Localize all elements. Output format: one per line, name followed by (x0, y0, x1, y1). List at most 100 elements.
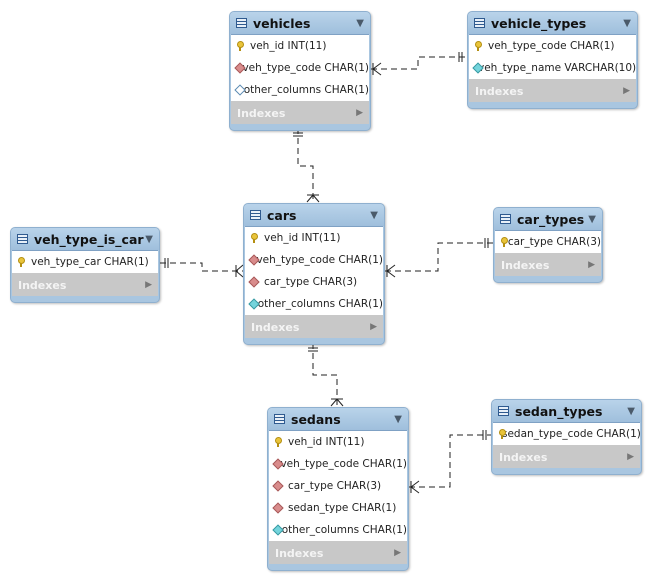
table-vehicles[interactable]: vehicles ▼ veh_id INT(11) veh_type_code … (229, 11, 371, 131)
indexes-section[interactable]: Indexes ▶ (495, 254, 601, 276)
indexes-label: Indexes (501, 258, 550, 272)
table-name: vehicles (253, 15, 311, 31)
rel-veh-type-is-car-cars (160, 258, 244, 278)
column-label: car_type CHAR(3) (288, 480, 382, 492)
column-label: sedan_type CHAR(1) (288, 502, 397, 514)
column-list: sedan_type_code CHAR(1) (493, 422, 641, 446)
column-row[interactable]: other_columns CHAR(1) (231, 79, 369, 101)
table-icon (474, 18, 485, 28)
table-header[interactable]: cars ▼ (244, 204, 384, 226)
collapse-arrow-icon[interactable]: ▼ (623, 17, 631, 29)
expand-arrow-icon[interactable]: ▶ (588, 260, 595, 270)
table-car-types[interactable]: car_types ▼ car_type CHAR(3) Indexes ▶ (493, 207, 603, 283)
table-cars[interactable]: cars ▼ veh_id INT(11) veh_type_code CHAR… (243, 203, 385, 345)
table-name: cars (267, 207, 297, 223)
table-icon (500, 214, 511, 224)
table-header[interactable]: veh_type_is_car ▼ (11, 228, 159, 250)
foreign-key-icon (249, 277, 259, 287)
indexes-section[interactable]: Indexes ▶ (245, 316, 383, 338)
rel-vehicles-vehicle-types (371, 52, 467, 76)
collapse-arrow-icon[interactable]: ▼ (394, 413, 402, 425)
expand-arrow-icon[interactable]: ▶ (370, 322, 377, 332)
column-label: veh_type_code CHAR(1) (242, 62, 369, 74)
column-row[interactable]: veh_type_car CHAR(1) (12, 251, 158, 273)
indexes-section[interactable]: Indexes▶ (493, 446, 640, 468)
foreign-key-icon (249, 255, 251, 265)
expand-arrow-icon[interactable]: ▶ (394, 548, 401, 558)
column-label: other_columns CHAR(1) (257, 298, 383, 310)
table-sedan-types[interactable]: sedan_types ▼ sedan_type_code CHAR(1) In… (491, 399, 642, 475)
collapse-arrow-icon[interactable]: ▼ (145, 233, 153, 245)
collapse-arrow-icon[interactable]: ▼ (356, 17, 364, 29)
table-header[interactable]: car_types ▼ (494, 208, 602, 230)
indexes-section[interactable]: Indexes ▶ (269, 542, 407, 564)
column-label: veh_type_code CHAR(1) (280, 458, 407, 470)
column-row[interactable]: veh_id INT(11) (245, 227, 383, 249)
indexes-label: Indexes (251, 320, 300, 334)
expand-arrow-icon[interactable]: ▶ (623, 86, 630, 96)
column-label: veh_id INT(11) (250, 40, 327, 52)
column-row[interactable]: veh_type_code CHAR(1) (231, 57, 369, 79)
indexes-section[interactable]: Indexes▶ (469, 80, 636, 102)
expand-arrow-icon[interactable]: ▶ (145, 280, 152, 290)
table-header[interactable]: sedans ▼ (268, 408, 408, 430)
table-icon (274, 414, 285, 424)
rel-sedans-sedan-types (409, 430, 491, 494)
collapse-arrow-icon[interactable]: ▼ (627, 405, 635, 417)
collapse-arrow-icon[interactable]: ▼ (588, 213, 596, 225)
indexes-section[interactable]: Indexes ▶ (12, 274, 158, 296)
foreign-key-icon (273, 459, 275, 469)
column-row[interactable]: car_type CHAR(3) (245, 271, 383, 293)
primary-key-icon (499, 237, 508, 247)
table-header[interactable]: vehicles ▼ (230, 12, 370, 34)
column-label: veh_type_code CHAR(1) (488, 40, 615, 52)
column-row[interactable]: car_type CHAR(3) (269, 475, 407, 497)
column-label: sedan_type_code CHAR(1) (502, 428, 641, 440)
rel-cars-sedans (308, 343, 344, 407)
table-vehicle-types[interactable]: vehicle_types ▼ veh_type_code CHAR(1) ve… (467, 11, 638, 109)
table-icon (498, 406, 509, 416)
column-list: car_type CHAR(3) (495, 230, 601, 254)
table-header[interactable]: vehicle_types ▼ (468, 12, 637, 34)
column-row[interactable]: other_columns CHAR(1) (269, 519, 407, 541)
indexes-label: Indexes (18, 278, 67, 292)
column-icon (273, 525, 277, 535)
column-label: car_type CHAR(3) (507, 236, 601, 248)
column-row[interactable]: car_type CHAR(3) (495, 231, 601, 253)
table-icon (236, 18, 247, 28)
column-label: veh_id INT(11) (288, 436, 365, 448)
primary-key-icon (273, 437, 283, 447)
column-label: car_type CHAR(3) (264, 276, 358, 288)
collapse-arrow-icon[interactable]: ▼ (370, 209, 378, 221)
expand-arrow-icon[interactable]: ▶ (627, 452, 634, 462)
column-list: veh_id INT(11) veh_type_code CHAR(1) oth… (231, 34, 369, 102)
table-icon (250, 210, 261, 220)
column-row[interactable]: sedan_type_code CHAR(1) (493, 423, 641, 445)
indexes-section[interactable]: Indexes ▶ (231, 102, 369, 124)
expand-arrow-icon[interactable]: ▶ (356, 108, 363, 118)
primary-key-icon (235, 41, 245, 51)
column-row[interactable]: sedan_type CHAR(1) (269, 497, 407, 519)
indexes-label: Indexes (237, 106, 286, 120)
column-row[interactable]: veh_type_code CHAR(1) (469, 35, 636, 57)
column-row[interactable]: veh_id INT(11) (269, 431, 407, 453)
table-veh-type-is-car[interactable]: veh_type_is_car ▼ veh_type_car CHAR(1) I… (10, 227, 160, 303)
table-icon (17, 234, 28, 244)
column-label: veh_id INT(11) (264, 232, 341, 244)
column-row[interactable]: veh_type_code CHAR(1) (245, 249, 383, 271)
column-row[interactable]: veh_type_code CHAR(1) (269, 453, 407, 475)
column-label: veh_type_name VARCHAR(10) (478, 62, 637, 74)
primary-key-icon (249, 233, 259, 243)
column-row[interactable]: veh_type_name VARCHAR(10) (469, 57, 636, 79)
column-row[interactable]: veh_id INT(11) (231, 35, 369, 57)
table-header[interactable]: sedan_types ▼ (492, 400, 641, 422)
column-label: veh_type_car CHAR(1) (31, 256, 149, 268)
table-sedans[interactable]: sedans ▼ veh_id INT(11) veh_type_code CH… (267, 407, 409, 571)
table-name: vehicle_types (491, 15, 587, 31)
primary-key-icon (473, 41, 483, 51)
indexes-label: Indexes (275, 546, 324, 560)
column-row[interactable]: other_columns CHAR(1) (245, 293, 383, 315)
column-list: veh_id INT(11) veh_type_code CHAR(1) car… (245, 226, 383, 316)
